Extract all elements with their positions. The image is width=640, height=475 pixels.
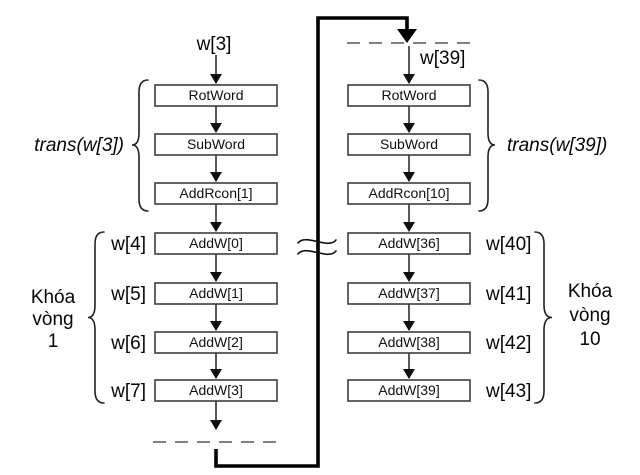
- left-addw2-box: [154, 331, 278, 354]
- feedback-arrowhead-icon: [397, 29, 417, 43]
- left-addw3-box: [154, 379, 278, 402]
- left-subword-label: SubWord: [187, 136, 245, 152]
- left-addw2-label: AddW[2]: [189, 334, 243, 350]
- right-addrcon-label: AddRcon[10]: [369, 185, 450, 201]
- left-addw0-label: AddW[0]: [189, 235, 243, 251]
- left-subword-box: [154, 133, 278, 156]
- right-subword-box: [347, 133, 471, 156]
- left-addw0-box: [154, 232, 278, 255]
- left-word-w6-label: w[6]: [110, 333, 146, 354]
- left-addrcon-box: [154, 182, 278, 205]
- feedback-line: [214, 16, 417, 468]
- left-trans-brace: [131, 79, 149, 212]
- left-addw1-label: AddW[1]: [189, 285, 243, 301]
- right-input-word-label: w[39]: [419, 48, 465, 69]
- right-addw36-box: [347, 232, 471, 255]
- left-word-w4-label: w[4]: [110, 234, 146, 255]
- left-input-word-label: w[3]: [196, 34, 232, 55]
- left-word-w7-label: w[7]: [110, 381, 146, 402]
- right-trans-brace: [478, 79, 496, 212]
- right-word-w42-label: w[42]: [485, 333, 531, 354]
- right-subword-label: SubWord: [380, 136, 438, 152]
- right-roundkey-line3: 10: [579, 329, 600, 350]
- right-addw37-box: [347, 282, 471, 305]
- right-roundkey-line1: Khóa: [568, 281, 613, 302]
- left-roundkey-label: Khóa vòng 1: [31, 287, 76, 352]
- right-word-w40-label: w[40]: [485, 234, 531, 255]
- left-trans-label: trans(w[3]): [34, 135, 124, 156]
- left-word-w5-label: w[5]: [110, 284, 146, 305]
- right-rotword-label: RotWord: [382, 87, 437, 103]
- right-addw36-label: AddW[36]: [378, 235, 439, 251]
- right-word-w43-label: w[43]: [485, 381, 531, 402]
- left-roundkey-line1: Khóa: [31, 287, 76, 308]
- right-column: w[39] RotWord SubWord AddRcon[10] AddW[3…: [347, 46, 613, 404]
- break-wave-top-icon: [297, 238, 337, 245]
- right-addw37-label: AddW[37]: [378, 285, 439, 301]
- left-roundkey-line2: vòng: [32, 309, 73, 330]
- left-addw1-box: [154, 282, 278, 305]
- right-addw39-box: [347, 379, 471, 402]
- right-addw38-label: AddW[38]: [378, 334, 439, 350]
- left-rotword-label: RotWord: [189, 87, 244, 103]
- right-roundkey-line2: vòng: [569, 305, 610, 326]
- left-column: w[3] RotWord SubWord AddRcon[1] AddW[0] …: [31, 34, 278, 430]
- right-roundkey-label: Khóa vòng 10: [568, 281, 613, 350]
- left-roundkey-line3: 1: [48, 331, 59, 352]
- right-addw39-label: AddW[39]: [378, 382, 439, 398]
- right-roundkey-brace: [534, 231, 553, 404]
- right-addw38-box: [347, 331, 471, 354]
- right-word-w41-label: w[41]: [485, 284, 531, 305]
- left-addw3-label: AddW[3]: [189, 382, 243, 398]
- break-wave-bottom-icon: [297, 249, 337, 256]
- left-addrcon-label: AddRcon[1]: [179, 185, 252, 201]
- left-rotword-box: [154, 84, 278, 107]
- right-addrcon-box: [347, 182, 471, 205]
- right-rotword-box: [347, 84, 471, 107]
- left-roundkey-brace: [87, 231, 105, 404]
- right-trans-label: trans(w[39]): [507, 135, 607, 156]
